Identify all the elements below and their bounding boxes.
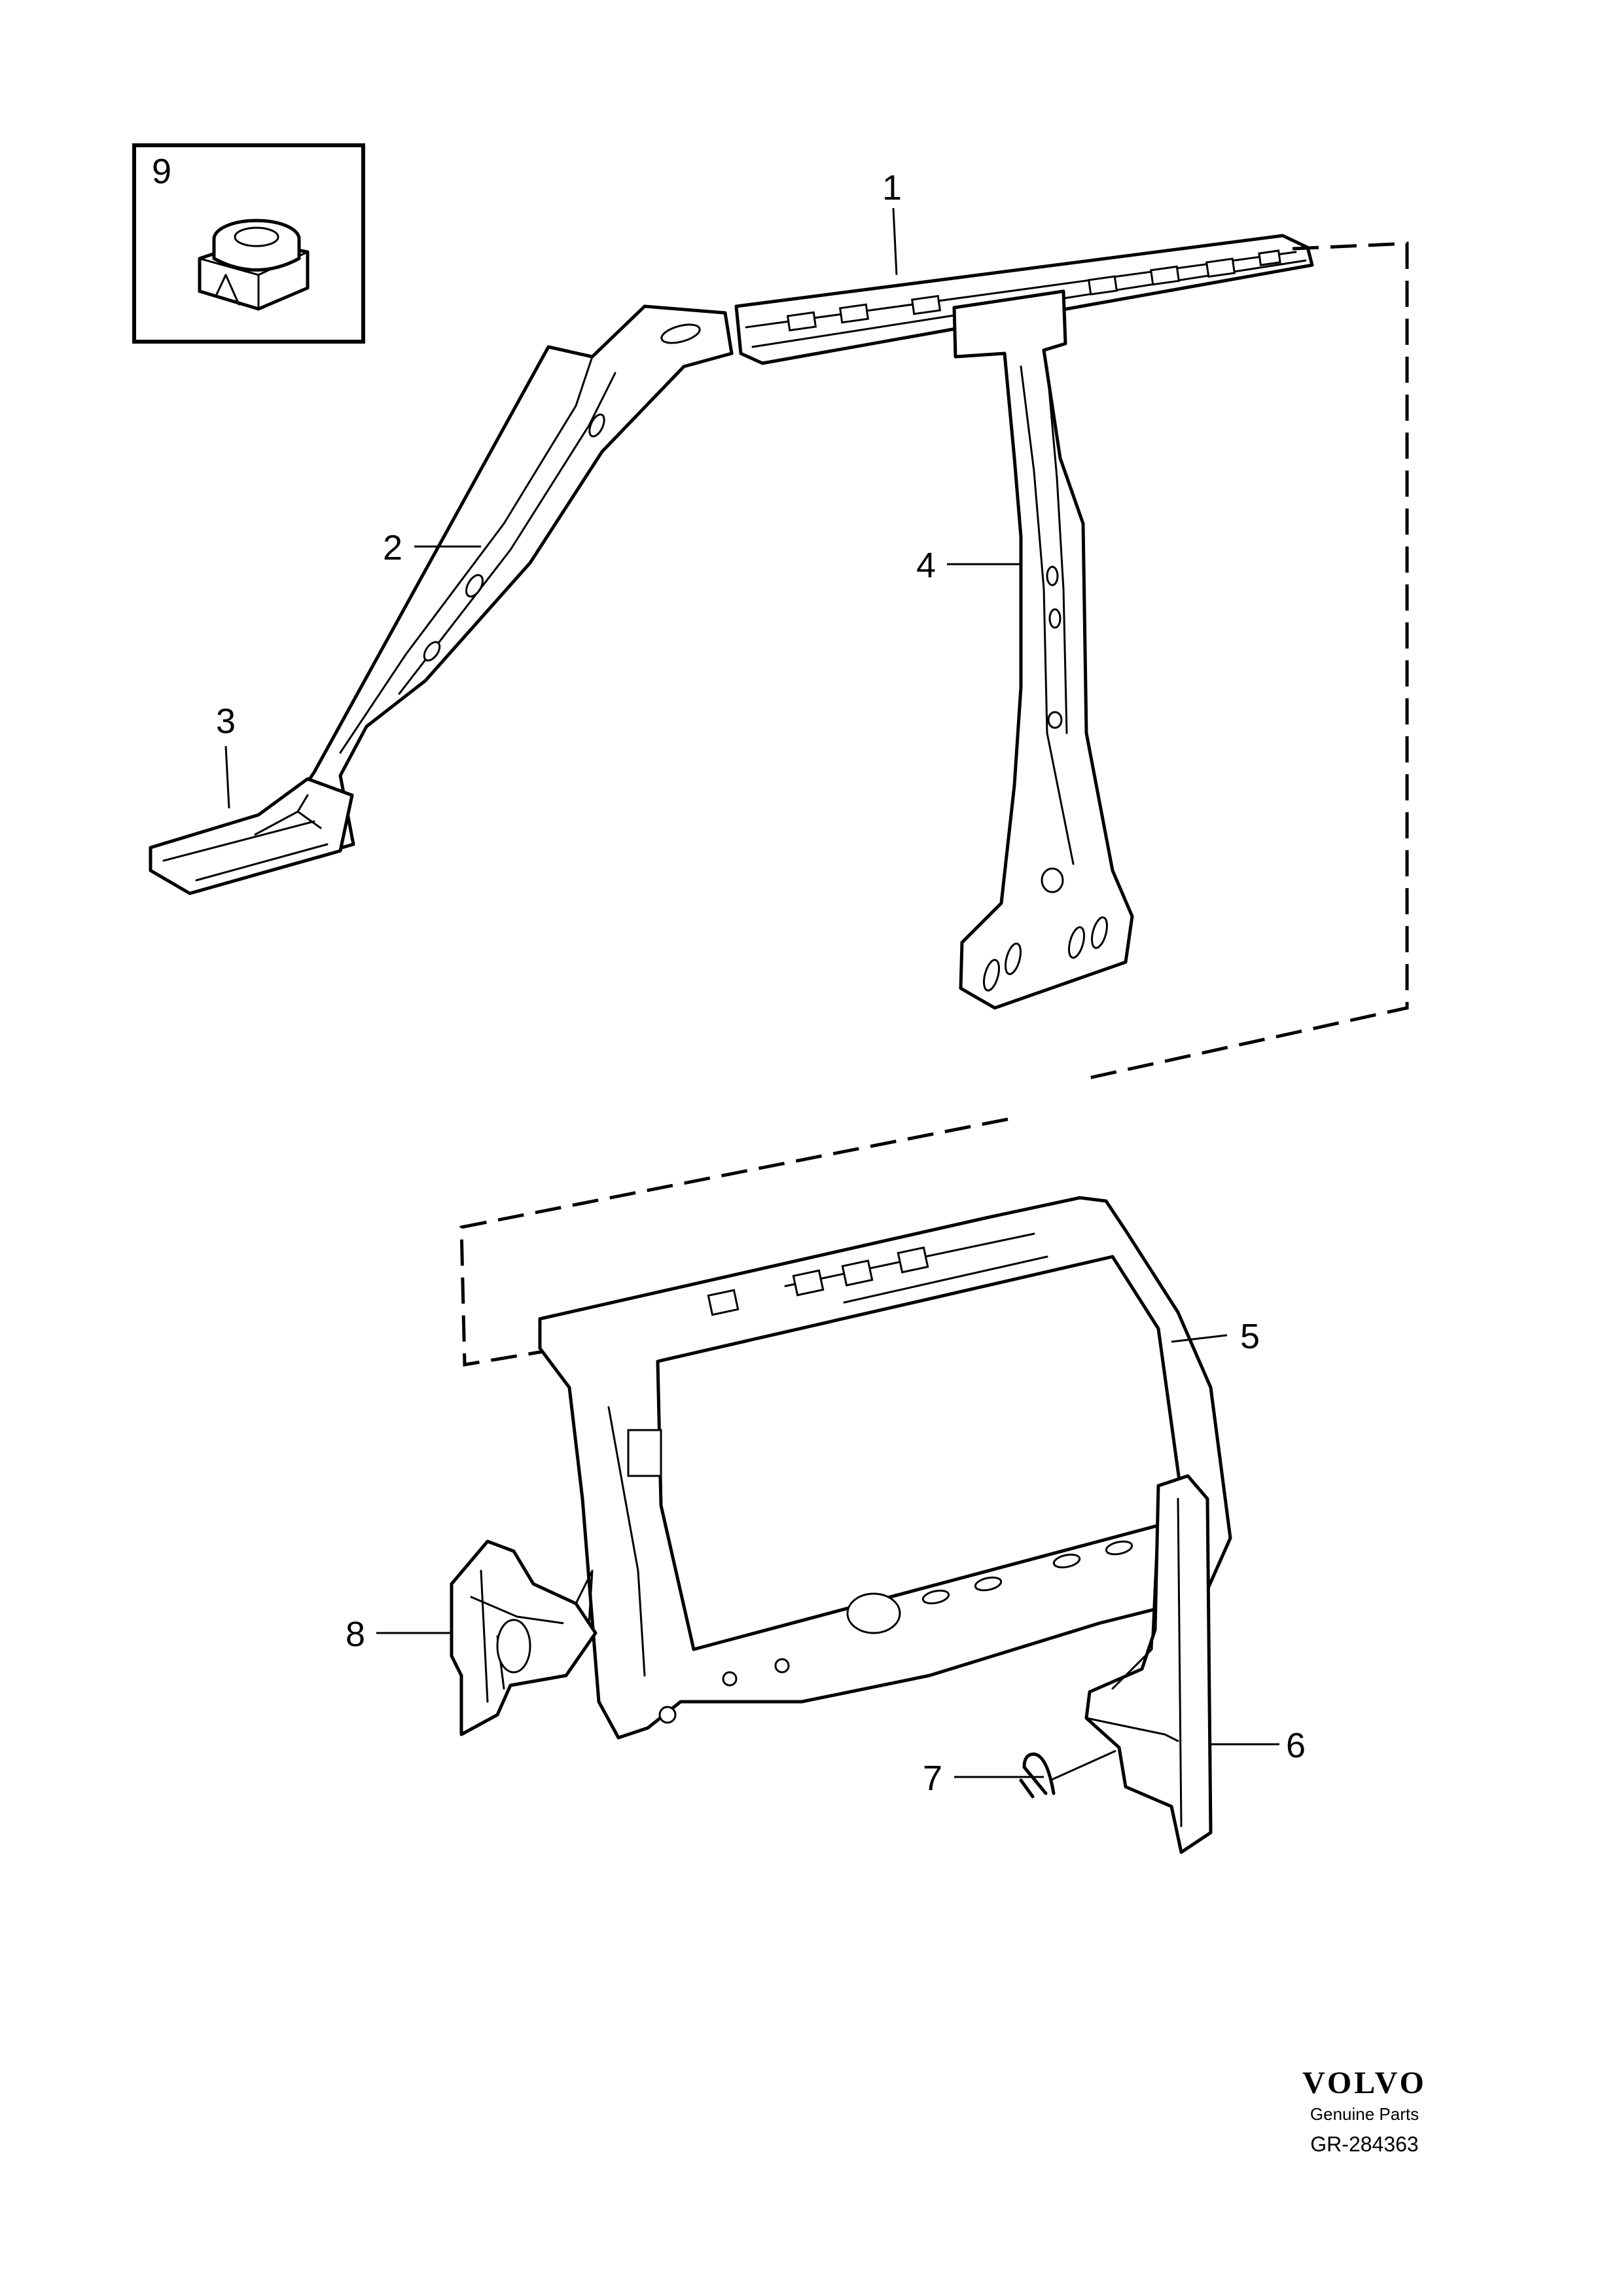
leader-lines xyxy=(224,207,1279,1782)
a-pillar-lower-part-3[interactable] xyxy=(149,777,354,895)
callout-7[interactable]: 7 xyxy=(923,1759,942,1798)
callout-8[interactable]: 8 xyxy=(346,1615,365,1654)
callout-1[interactable]: 1 xyxy=(882,168,902,207)
callout-2[interactable]: 2 xyxy=(383,528,402,567)
clip-part-7[interactable] xyxy=(1019,1752,1056,1799)
a-pillar-part-2[interactable] xyxy=(306,304,734,853)
assembly-line-lower xyxy=(459,1117,1008,1367)
callout-3[interactable]: 3 xyxy=(216,702,236,741)
c-pillar-reinforcement-part-6[interactable] xyxy=(1084,1474,1213,1854)
inset-box-part-9: 9 xyxy=(132,143,365,344)
brand-tagline: Genuine Parts xyxy=(1310,2104,1419,2124)
callout-5[interactable]: 5 xyxy=(1240,1317,1260,1356)
callout-4[interactable]: 4 xyxy=(916,546,936,585)
callout-9[interactable]: 9 xyxy=(152,152,171,191)
b-pillar-part-4[interactable] xyxy=(952,289,1134,1010)
roof-rail-slots xyxy=(786,249,1281,332)
diagram-reference-code: GR-284363 xyxy=(1310,2132,1419,2156)
brand-logo-text: VOLVO xyxy=(1302,2066,1427,2100)
bracket-part-8[interactable] xyxy=(450,1539,597,1736)
assembly-line-upper xyxy=(1079,242,1409,1082)
frame-holes xyxy=(627,1246,1133,1724)
callout-6[interactable]: 6 xyxy=(1286,1726,1306,1765)
side-frame-part-5[interactable] xyxy=(538,1196,1232,1740)
b-pillar-holes xyxy=(983,565,1108,992)
weld-nut-part-9[interactable] xyxy=(198,219,310,311)
